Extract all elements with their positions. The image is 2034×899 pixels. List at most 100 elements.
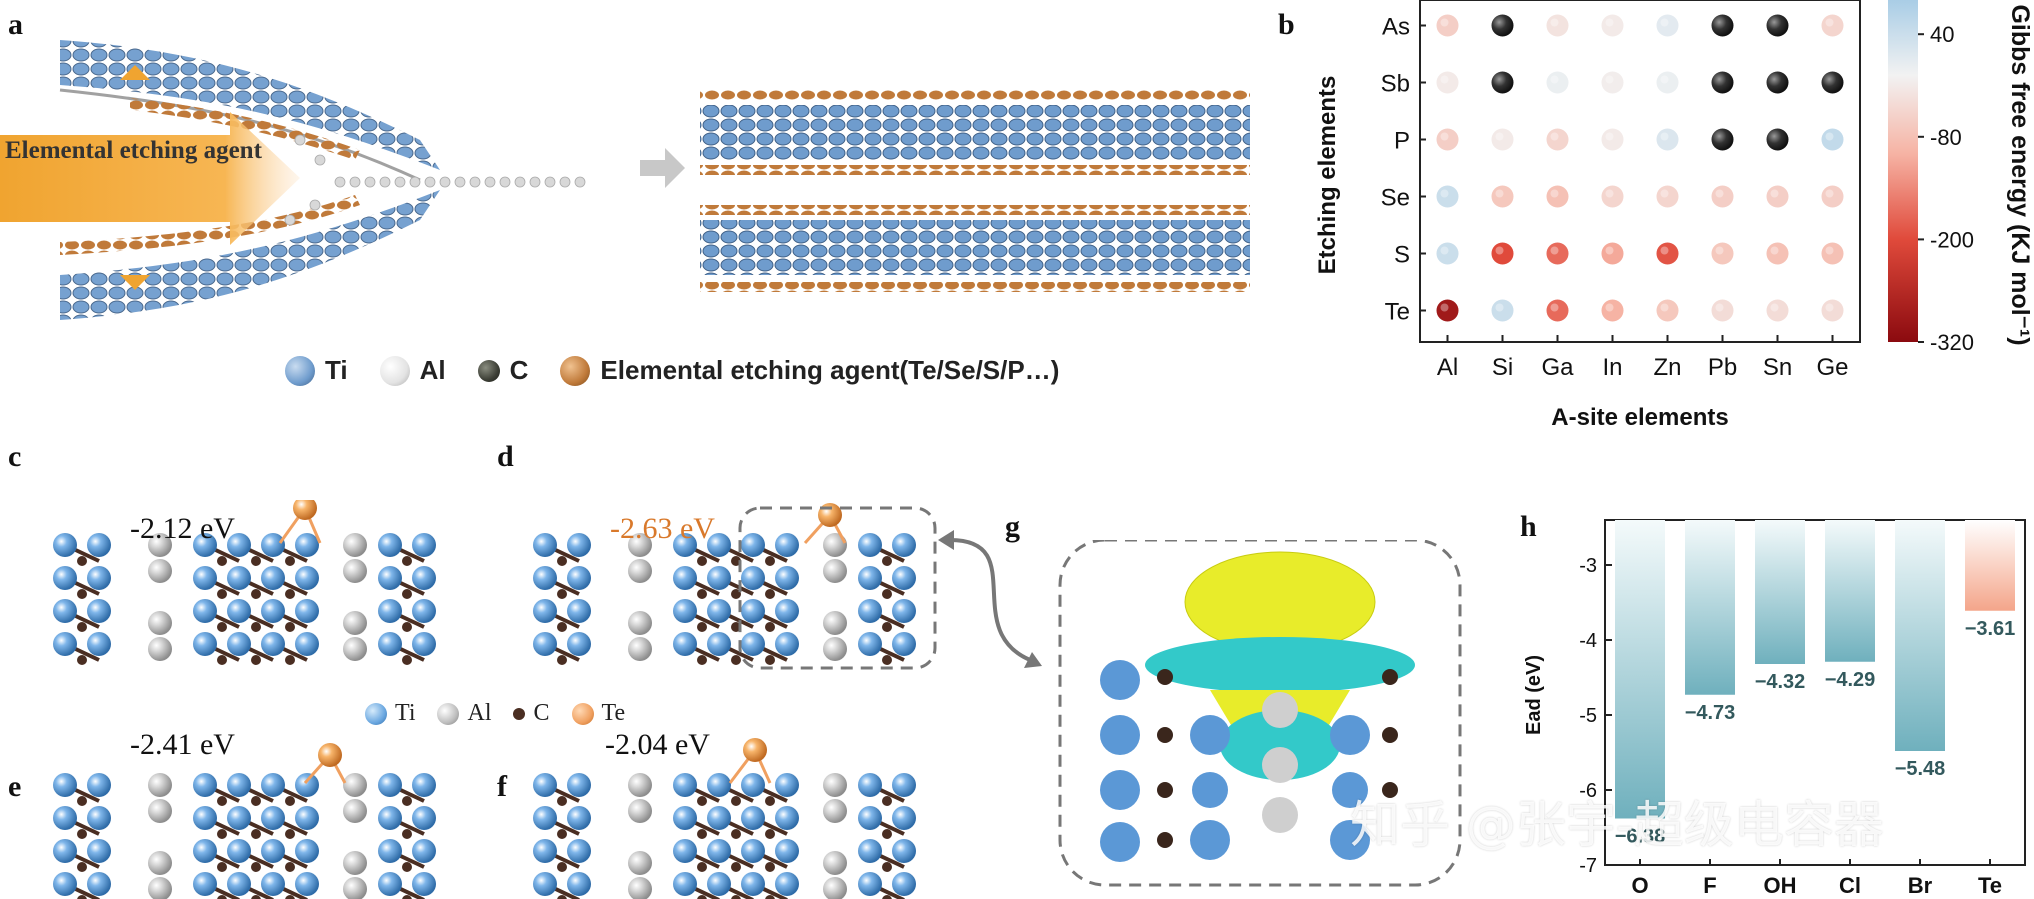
legend-al: Al: [379, 355, 446, 386]
heatmap-cell: [1766, 128, 1789, 151]
heatmap-cell: [1601, 242, 1624, 265]
heatmap-cell: [1491, 71, 1514, 94]
bar: [1825, 520, 1875, 662]
heatmap-cell: [1601, 185, 1624, 208]
bar-value-label: −4.73: [1685, 702, 1736, 724]
structure-d: [533, 503, 916, 665]
al-atom-icon: [379, 355, 410, 386]
heatmap-cell: [1601, 299, 1624, 322]
heatmap-ytick: Te: [1385, 299, 1410, 326]
heatmap-cell: [1436, 242, 1459, 265]
heatmap-xtick: Ga: [1541, 354, 1574, 381]
etching-arrow: [0, 112, 300, 245]
heatmap-cell: [1656, 242, 1679, 265]
legend-c: C: [477, 355, 528, 386]
heatmap-cell: [1491, 14, 1514, 37]
heatmap-xtick: Pb: [1708, 354, 1737, 381]
structure-f: [533, 738, 916, 899]
heatmap-cell: [1821, 242, 1844, 265]
heatmap-cell: [1436, 71, 1459, 94]
heatmap-cell: [1766, 71, 1789, 94]
heatmap-xtick: Ge: [1816, 354, 1848, 381]
bar-ytick: -6: [1579, 780, 1597, 802]
heatmap-ytick: S: [1394, 242, 1410, 269]
heatmap-cell: [1821, 299, 1844, 322]
bar-xtick: Cl: [1839, 873, 1861, 898]
c-atom-icon: [513, 707, 526, 720]
lower-agent-row: [60, 195, 360, 255]
panel-label-h: h: [1520, 510, 1537, 543]
upper-mxene-layer: [60, 40, 440, 170]
bar-xtick: O: [1631, 873, 1648, 898]
heatmap-xtick: Al: [1437, 354, 1458, 381]
colorbar-tick: 40: [1930, 22, 1954, 47]
heatmap-cell: [1656, 71, 1679, 94]
bar: [1685, 520, 1735, 695]
zoom-arrow: [938, 530, 1042, 668]
energy-f: -2.04 eV: [605, 728, 710, 761]
heatmap-cell: [1656, 299, 1679, 322]
colorbar-label: Gibbs free energy (KJ mol⁻¹): [2006, 4, 2034, 345]
panels-cdef-structures: [53, 500, 937, 899]
bar-xtick: F: [1703, 873, 1716, 898]
heatmap-cell: [1711, 242, 1734, 265]
panel-label-g: g: [1005, 510, 1020, 543]
bar-xtick: Te: [1978, 873, 2002, 898]
heatmap-cell: [1656, 128, 1679, 151]
structure-e: [53, 743, 436, 899]
heatmap-cell: [1436, 14, 1459, 37]
panel-label-e: e: [8, 770, 22, 803]
lower-mxene-layer: [60, 190, 440, 320]
heatmap-cell: [1546, 185, 1569, 208]
watermark-text: 知乎 @张宇-超级电容器: [1350, 796, 1884, 854]
bar-value-label: −4.32: [1755, 671, 1806, 693]
upper-agent-row: [130, 98, 360, 160]
etching-agent-label: Elemental etching agent: [5, 137, 262, 164]
heatmap-cell: [1711, 299, 1734, 322]
heatmap-ytick: Sb: [1381, 71, 1410, 98]
bar-value-label: −5.48: [1895, 758, 1946, 780]
heatmap-cell: [1491, 185, 1514, 208]
legend-ti: Ti: [285, 355, 348, 386]
heatmap-cell: [1821, 71, 1844, 94]
heatmap-cell: [1436, 299, 1459, 322]
heatmap-cell: [1711, 128, 1734, 151]
cyan-isosurface: [1145, 637, 1415, 693]
heatmap-ytick: P: [1394, 128, 1410, 155]
bar-value-label: −6.38: [1615, 826, 1666, 848]
panel-a-illustration: [0, 40, 1250, 320]
al-atom-row: [284, 134, 586, 226]
g-atoms: [1100, 660, 1398, 862]
panel-label-c: c: [8, 440, 22, 473]
bar: [1755, 520, 1805, 664]
energy-d: -2.63 eV: [610, 512, 715, 545]
structure-c: [53, 500, 436, 665]
heatmap-cell: [1546, 14, 1569, 37]
heatmap-cell: [1546, 71, 1569, 94]
heatmap-ytick: Se: [1381, 185, 1410, 212]
heatmap-cell: [1821, 128, 1844, 151]
heatmap-cell: [1546, 242, 1569, 265]
panel-label-b: b: [1278, 8, 1295, 41]
ti-atom-icon: [365, 702, 387, 725]
heatmap-xlabel: A-site elements: [1551, 404, 1728, 431]
bar-ytick: -5: [1579, 705, 1597, 727]
panel-cdef-legend: Ti Al C Te: [365, 700, 625, 727]
heatmap-cell: [1766, 14, 1789, 37]
bar-ylabel: Ead (eV): [1523, 655, 1545, 735]
heatmap-xtick: In: [1602, 354, 1622, 381]
heatmap-cell: [1766, 242, 1789, 265]
colorbar: [1888, 0, 1918, 342]
heatmap-cell: [1766, 299, 1789, 322]
heatmap-xtick: Zn: [1653, 354, 1681, 381]
heatmap-frame: [1419, 0, 1861, 343]
bar-xtick: OH: [1764, 873, 1797, 898]
bar-ytick: -7: [1579, 855, 1597, 877]
heatmap-cell: [1766, 185, 1789, 208]
bar-value-label: −3.61: [1965, 618, 2016, 640]
panel-label-a: a: [8, 8, 23, 41]
legend-agent: Elemental etching agent(Te/Se/S/P…): [560, 355, 1059, 386]
energy-e: -2.41 eV: [130, 728, 235, 761]
heatmap-cell: [1491, 128, 1514, 151]
